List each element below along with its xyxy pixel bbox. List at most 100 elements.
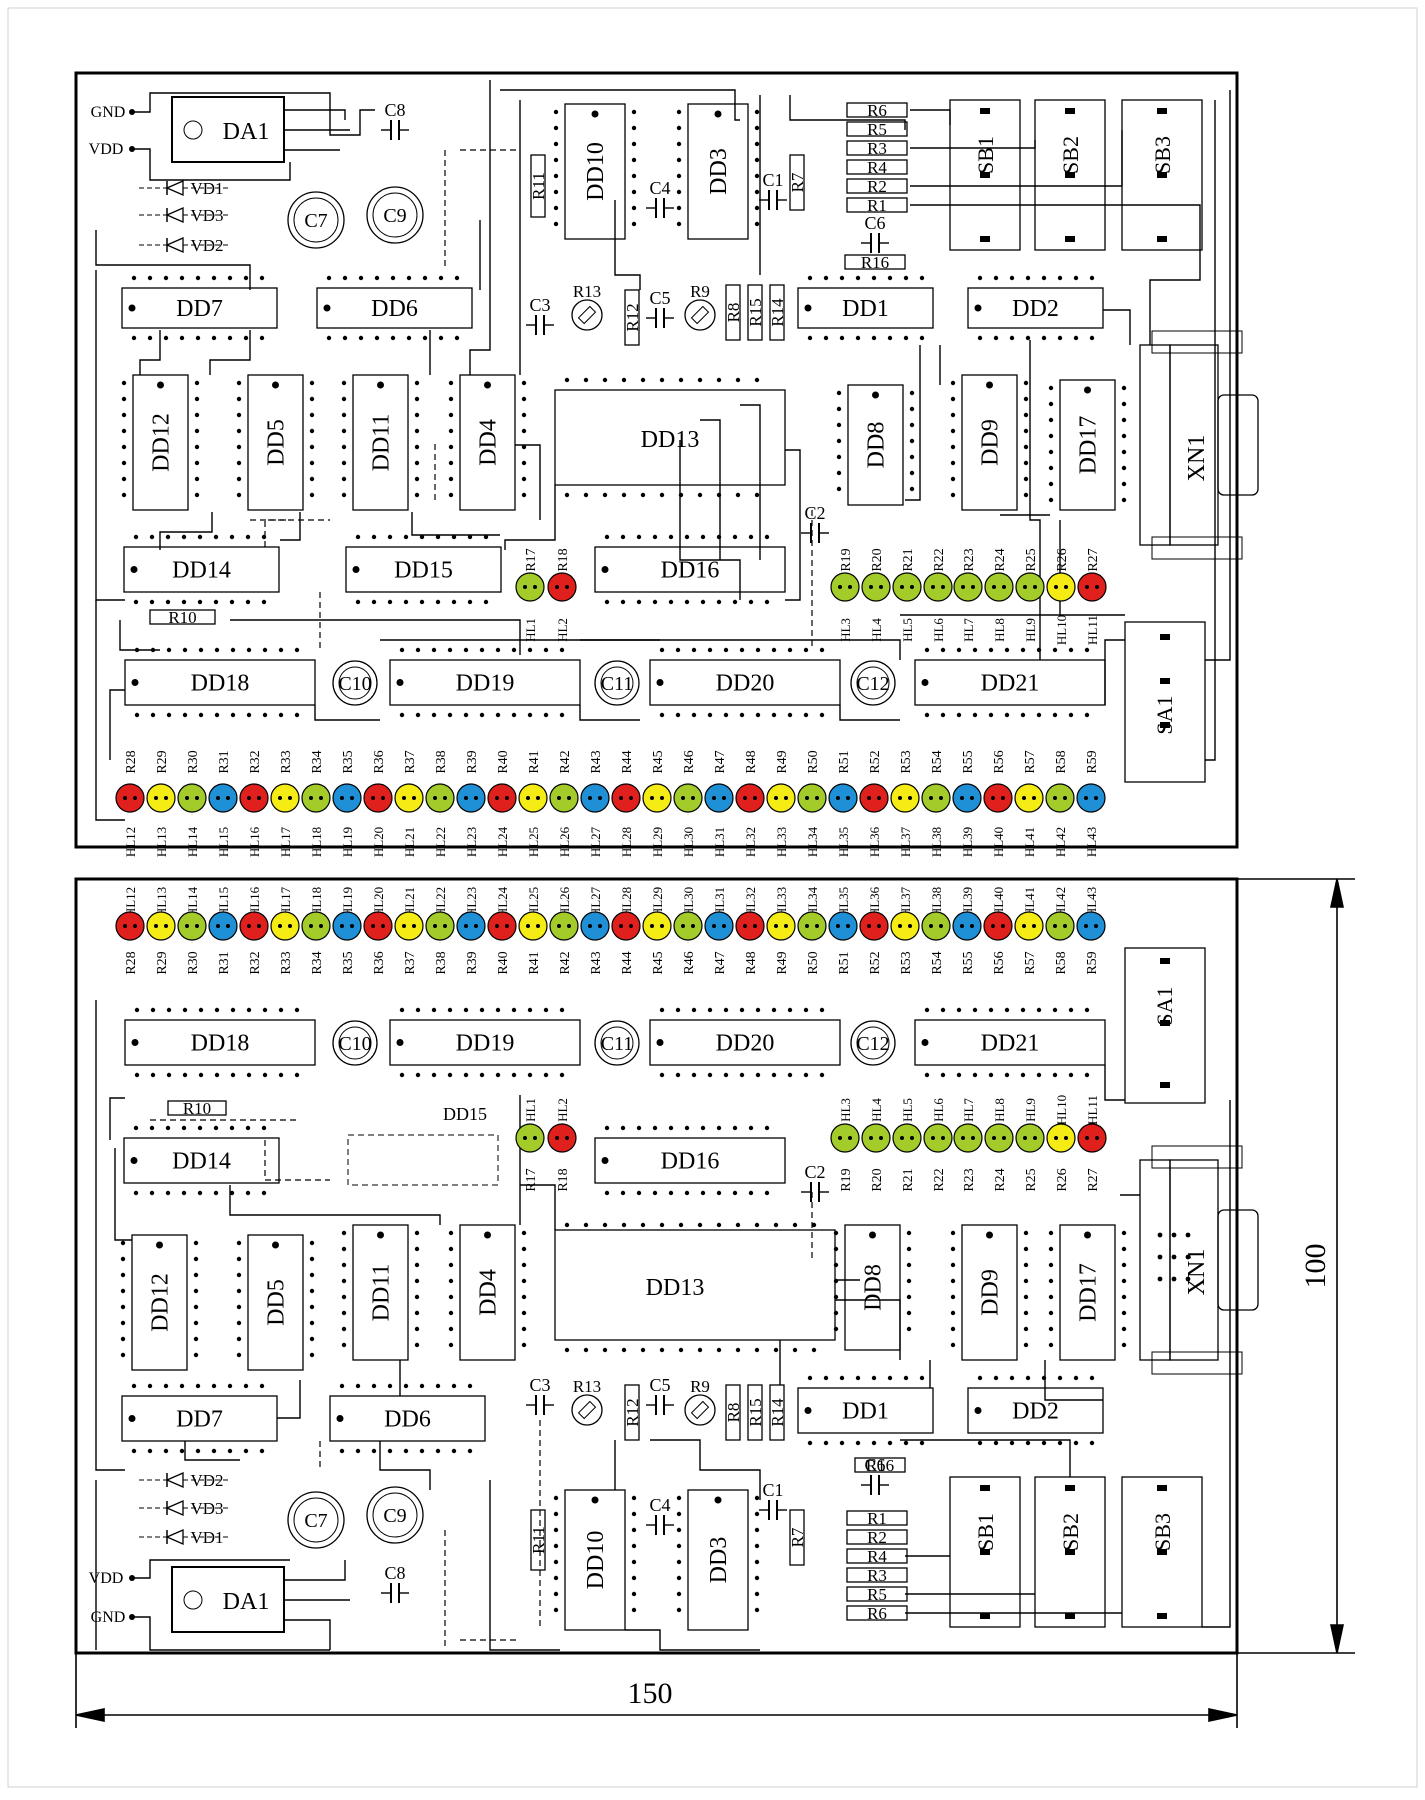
pad: [659, 492, 665, 498]
dd21-label: DD21: [981, 671, 1040, 697]
upper-led-hl10: [1046, 572, 1076, 602]
pad: [676, 1559, 682, 1565]
pad: [246, 1007, 252, 1013]
pad: [387, 534, 393, 540]
pad: [120, 1336, 126, 1342]
pad: [236, 428, 242, 434]
upper-led-hl1: [515, 572, 545, 602]
pad: [1004, 647, 1010, 653]
pad: [149, 1190, 155, 1196]
pad: [1025, 1375, 1031, 1381]
pad: [448, 380, 454, 386]
c9-body: [366, 186, 424, 244]
pad: [245, 1190, 251, 1196]
dd14b-pin1: [130, 1157, 138, 1164]
pad: [403, 1383, 409, 1389]
pad: [521, 460, 527, 466]
bottom-led-label: HL13: [154, 887, 169, 917]
pad: [463, 647, 469, 653]
pad: [521, 492, 527, 498]
pad: [121, 444, 127, 450]
upper-led-label: HL8: [992, 618, 1007, 642]
pad: [236, 1304, 242, 1310]
lower-led-hl36-pad: [867, 796, 871, 800]
pad: [559, 712, 565, 718]
pad: [227, 1383, 233, 1389]
pad: [1121, 465, 1127, 471]
pad: [278, 647, 284, 653]
pad: [977, 1375, 983, 1381]
pad: [754, 1559, 760, 1565]
trace: [277, 1380, 301, 1419]
pad: [732, 534, 738, 540]
pad: [583, 377, 589, 383]
pad: [521, 428, 527, 434]
pad: [678, 492, 684, 498]
bottom-led-label: HL30: [681, 887, 696, 917]
bottom-led-hl33: [766, 911, 796, 941]
c8b-label: C8: [384, 1563, 405, 1583]
pad: [435, 599, 441, 605]
c7-ring: [293, 197, 339, 243]
pad: [213, 599, 219, 605]
pad: [147, 1383, 153, 1389]
pad: [150, 1007, 156, 1013]
dd1b-pin1: [804, 1407, 812, 1414]
xn1b-tab: [1151, 1145, 1243, 1169]
sa1-pin: [1160, 634, 1170, 640]
trace: [284, 109, 346, 120]
pad: [919, 1440, 925, 1446]
pad: [636, 534, 642, 540]
pad: [435, 1448, 441, 1454]
pad: [950, 1262, 956, 1268]
r10b-label: R10: [183, 1099, 211, 1118]
vd2-label: VD2: [190, 236, 223, 255]
lower-led-hl38-pad: [929, 796, 933, 800]
lower-resistor-label: R49: [775, 750, 790, 773]
height-dimension: [1237, 878, 1355, 1654]
pad: [940, 1072, 946, 1078]
c9-label: C9: [383, 205, 406, 227]
lower-led-hl14-pad: [195, 796, 199, 800]
pad: [483, 534, 489, 540]
upper-led-hl11-pad: [1095, 585, 1099, 589]
pad: [631, 1511, 637, 1517]
pad: [165, 599, 171, 605]
lower-led-hl25-pad: [526, 796, 530, 800]
pad: [243, 335, 249, 341]
lower-led-hl13-pad: [164, 796, 168, 800]
pad: [676, 205, 682, 211]
pad: [950, 476, 956, 482]
trace: [905, 345, 921, 501]
pad: [479, 1007, 485, 1013]
pad: [691, 647, 697, 653]
lower-led-hl33: [766, 783, 796, 813]
pad: [977, 275, 983, 281]
pad: [675, 712, 681, 718]
bottom-resistor-label: R44: [620, 951, 635, 974]
pad: [659, 1222, 665, 1228]
lower-led-hl28-pad: [619, 796, 623, 800]
pad: [564, 492, 570, 498]
lower-resistor-label: R56: [992, 750, 1007, 773]
bottom-led-label: HL27: [588, 886, 603, 917]
pad: [194, 492, 200, 498]
pad: [602, 377, 608, 383]
pad: [748, 1125, 754, 1131]
pad: [120, 1320, 126, 1326]
pad: [1084, 647, 1090, 653]
vd3b-label: VD3: [190, 1499, 223, 1518]
lower-resistor-label: R30: [186, 750, 201, 773]
lower-led-hl39-pad: [970, 796, 974, 800]
pad: [906, 1310, 912, 1316]
lower-led-hl30-pad: [691, 796, 695, 800]
bottom-resistor-label: R50: [806, 951, 821, 974]
dd10b-body: [564, 1489, 626, 1631]
lower-led-hl29: [642, 783, 672, 813]
trace: [1104, 1065, 1125, 1101]
trace: [740, 404, 761, 560]
dd18b-pin1: [131, 1039, 139, 1046]
pad: [887, 275, 893, 281]
trace: [132, 92, 375, 136]
pad: [732, 1190, 738, 1196]
